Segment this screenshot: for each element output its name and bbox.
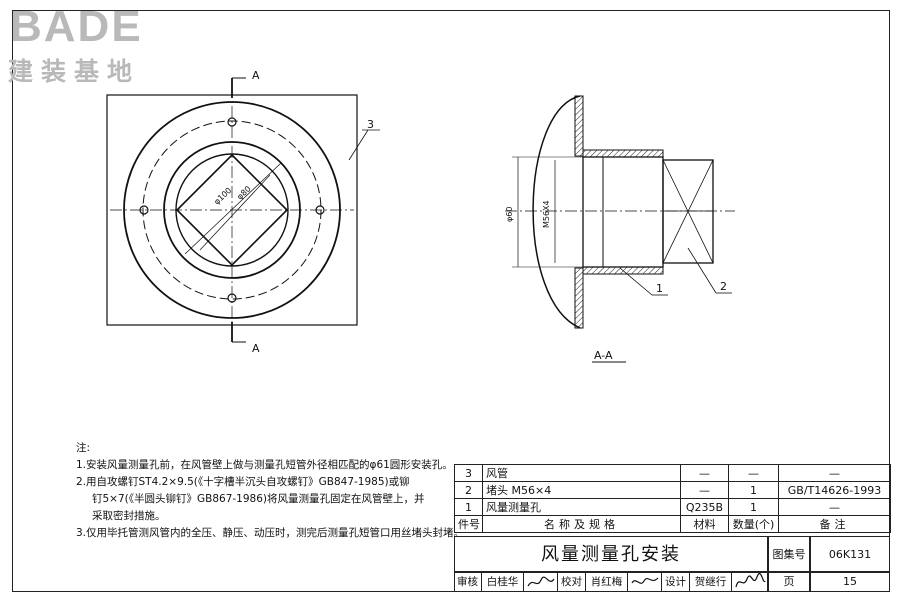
dim-label-d60: φ60	[505, 207, 514, 222]
callout-leader-3	[348, 129, 369, 161]
checker-signature	[628, 573, 662, 592]
table-row: 1 风量测量孔 Q235B 1 —	[454, 498, 891, 516]
notes-block: 注: 1.安装风量测量孔前，在风管壁上做与测量孔短管外径相匹配的φ61圆形安装孔…	[76, 440, 465, 542]
duct-wall-hatch-top	[574, 95, 584, 157]
page-number: 15	[810, 572, 890, 592]
bom-qty: 1	[728, 498, 779, 516]
note-line-4: 采取密封措施。	[92, 510, 166, 522]
watermark-logo: BADE 建装基地	[8, 2, 178, 86]
reviewer-signature	[524, 573, 558, 592]
section-callout-2: 2	[720, 280, 727, 293]
reviewer-name: 白桂华	[482, 573, 524, 592]
bom-header-name: 名称及规格	[482, 515, 681, 533]
bom-name: 风量测量孔	[482, 498, 681, 516]
pipe-body	[582, 156, 664, 268]
plan-view	[106, 77, 380, 343]
table-header-row: 件号 名称及规格 材料 数量(个) 备注	[454, 515, 891, 533]
screw-top-icon	[227, 117, 237, 127]
page-label: 页	[768, 572, 810, 592]
bom-header-qty: 数量(个)	[728, 515, 779, 533]
bom-header-material: 材料	[680, 515, 729, 533]
note-line-3: 钉5×7(《半圆头铆钉》GB867-1986)将风量测量孔固定在风管壁上，并	[92, 493, 425, 505]
dim-label-d80: φ80	[235, 184, 252, 201]
dim-label-d100: φ100	[212, 186, 233, 207]
bom-no: 2	[454, 481, 483, 499]
designer-signature	[732, 572, 768, 592]
design-label: 设计	[662, 573, 690, 592]
note-line-2: 2.用自攻螺钉ST4.2×9.5(《十字槽半沉头自攻螺钉》GB847-1985)…	[76, 476, 410, 488]
bom-name: 风管	[482, 464, 681, 482]
signature-row	[454, 572, 768, 592]
plug-body	[662, 159, 714, 264]
dim-label-thread: M56X4	[542, 200, 551, 228]
bom-qty: 1	[728, 481, 779, 499]
dim-line-d100	[184, 162, 282, 255]
checker-name: 肖红梅	[586, 573, 628, 592]
bom-table: 3 风管 — — — 2 堵头 M56×4 — 1 GB/T14626-1993…	[454, 464, 891, 533]
notes-heading: 注:	[76, 442, 91, 454]
check-label: 校对	[558, 573, 586, 592]
designer-signature-glyph	[735, 572, 766, 588]
bom-no: 1	[454, 498, 483, 516]
bom-qty: —	[728, 464, 779, 482]
logo-text-en: BADE	[10, 2, 143, 51]
bom-name: 堵头 M56×4	[482, 481, 681, 499]
plug-cross-2	[662, 159, 714, 264]
title-block: 风量测量孔安装 图集号 06K131 审核 白桂华 校对 肖红梅 设计 贺继行 …	[454, 536, 890, 592]
bom-header-no: 件号	[454, 515, 483, 533]
bom-material: —	[680, 464, 729, 482]
dim-line-d80	[199, 174, 271, 251]
bom-remark: —	[778, 498, 891, 516]
callout-leader-2	[687, 247, 717, 294]
plug-square	[175, 153, 289, 267]
atlas-label: 图集号	[768, 536, 810, 572]
plan-callout-3: 3	[367, 118, 374, 131]
reviewer-signature-glyph	[526, 576, 555, 587]
section-mark-top-label: A	[252, 69, 260, 82]
bom-header-remark: 备注	[778, 515, 891, 533]
checker-signature-glyph	[630, 577, 658, 584]
atlas-number: 06K131	[810, 536, 890, 572]
logo-text-cn: 建装基地	[8, 57, 141, 86]
duct-wall-hatch-bottom	[574, 267, 584, 329]
screw-right-icon	[315, 205, 325, 215]
callout-leader-1	[619, 267, 653, 296]
section-mark-bottom-label: A	[252, 342, 260, 355]
screw-left-icon	[139, 205, 149, 215]
flange-hatch-top	[582, 149, 664, 158]
drawing-frame	[12, 10, 890, 592]
bom-remark: —	[778, 464, 891, 482]
bom-no: 3	[454, 464, 483, 482]
section-callout-1: 1	[656, 282, 663, 295]
section-view-label: A-A	[594, 349, 613, 362]
review-label: 审核	[454, 573, 482, 592]
note-line-5: 3.仅用毕托管测风管内的全压、静压、动压时，测完后测量孔短管口用丝堵头封堵。	[76, 527, 465, 539]
note-line-1: 1.安装风量测量孔前，在风管壁上做与测量孔短管外径相匹配的φ61圆形安装孔。	[76, 459, 453, 471]
bom-material: Q235B	[680, 498, 729, 516]
bom-remark: GB/T14626-1993	[778, 481, 891, 499]
drawing-title: 风量测量孔安装	[454, 536, 768, 572]
screw-bottom-icon	[227, 293, 237, 303]
duct-wall-curve	[532, 95, 581, 329]
designer-name: 贺继行	[690, 573, 732, 592]
bom-material: —	[680, 481, 729, 499]
section-view	[505, 95, 735, 363]
table-row: 2 堵头 M56×4 — 1 GB/T14626-1993	[454, 481, 891, 499]
table-row: 3 风管 — — —	[454, 464, 891, 482]
